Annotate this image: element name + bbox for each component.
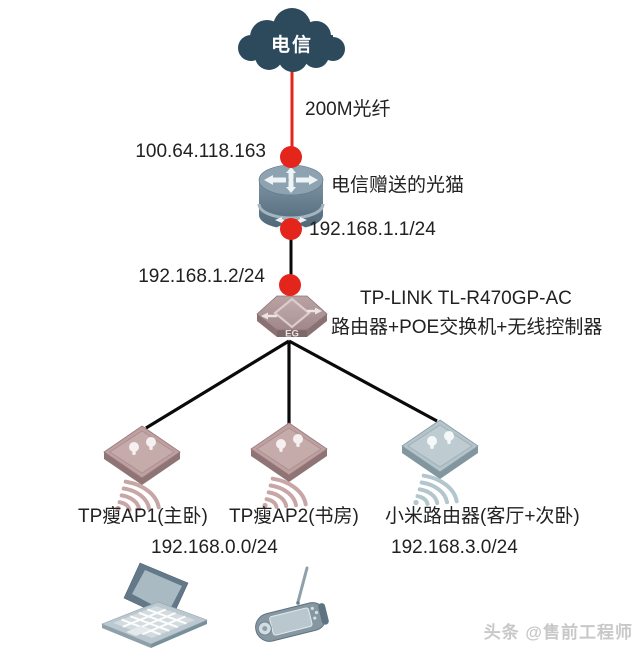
ap-top-inset	[256, 427, 322, 471]
pda-screen	[269, 607, 313, 636]
ap-antenna-glyphs	[129, 437, 156, 455]
modem-wan-ip-label: 100.64.118.163	[135, 141, 266, 162]
ap3-label: 小米路由器(客厅+次卧)	[385, 506, 580, 527]
gateway-ap1-link	[145, 339, 290, 430]
gateway-badge: EG	[285, 329, 299, 340]
laptop-screen	[132, 570, 182, 613]
subnet-xiaomi-label: 192.168.3.0/24	[391, 537, 518, 558]
stylus-tip	[296, 601, 300, 605]
fiber-link-label: 200M光纤	[305, 99, 391, 120]
ap-antenna-glyphs	[276, 434, 303, 452]
subnet-ap-label: 192.168.0.0/24	[151, 537, 278, 558]
gateway-arrows	[265, 309, 318, 318]
watermark: 头条 @售前工程师	[483, 623, 633, 642]
pda-side-cap	[318, 603, 329, 625]
gateway-panel-glyph	[273, 297, 311, 329]
gateway-ip-label: 192.168.1.2/24	[138, 266, 265, 287]
laptop-icon	[101, 562, 208, 648]
ap-antenna-glyphs	[427, 431, 454, 449]
ap3-icon	[401, 419, 479, 506]
ap-top	[103, 425, 181, 479]
ap-top	[401, 419, 479, 473]
ap-top	[250, 422, 328, 476]
wifi-signal-icon	[117, 479, 161, 512]
gateway-arrowheads	[261, 307, 322, 320]
pda-icon	[255, 566, 329, 642]
laptop-edge-right	[151, 620, 207, 648]
cloud-label: 电信	[270, 35, 313, 56]
ap1-icon	[103, 425, 181, 512]
laptop-edge-left	[102, 624, 151, 648]
gateway-model-label: TP-LINK TL-R470GP-AC	[360, 288, 572, 309]
pda-body	[255, 602, 329, 642]
gateway-eg-icon: EG	[256, 295, 328, 340]
wifi-dot	[262, 502, 268, 509]
gateway-side	[257, 314, 327, 337]
ap1-label: TP瘦AP1(主卧)	[78, 506, 208, 527]
ap2-label: TP瘦AP2(书房)	[229, 506, 359, 527]
wifi-signal-icon	[264, 476, 308, 509]
wifi-dot	[115, 505, 121, 512]
wifi-signal-icon	[415, 473, 459, 506]
telecom-cloud-icon	[238, 8, 345, 72]
stylus	[296, 566, 309, 604]
gateway-top	[256, 295, 328, 331]
laptop-touchpad	[126, 626, 150, 636]
wifi-dot	[413, 499, 419, 506]
laptop-keys	[121, 608, 187, 636]
modem-name-label: 电信赠送的光猫	[331, 175, 465, 196]
modem-lan-ip-label: 192.168.1.1/24	[309, 219, 436, 240]
ap-top-inset	[407, 424, 473, 468]
ap2-icon	[250, 422, 328, 509]
gateway-role-label: 路由器+POE交换机+无线控制器	[331, 317, 603, 338]
ap-top-inset	[109, 430, 175, 474]
route-cross-arrows	[264, 167, 318, 193]
gateway-ap3-link	[288, 339, 438, 423]
cloud-shape	[238, 8, 345, 72]
pda-buttons	[310, 606, 319, 620]
gateway-front-face	[277, 330, 307, 337]
